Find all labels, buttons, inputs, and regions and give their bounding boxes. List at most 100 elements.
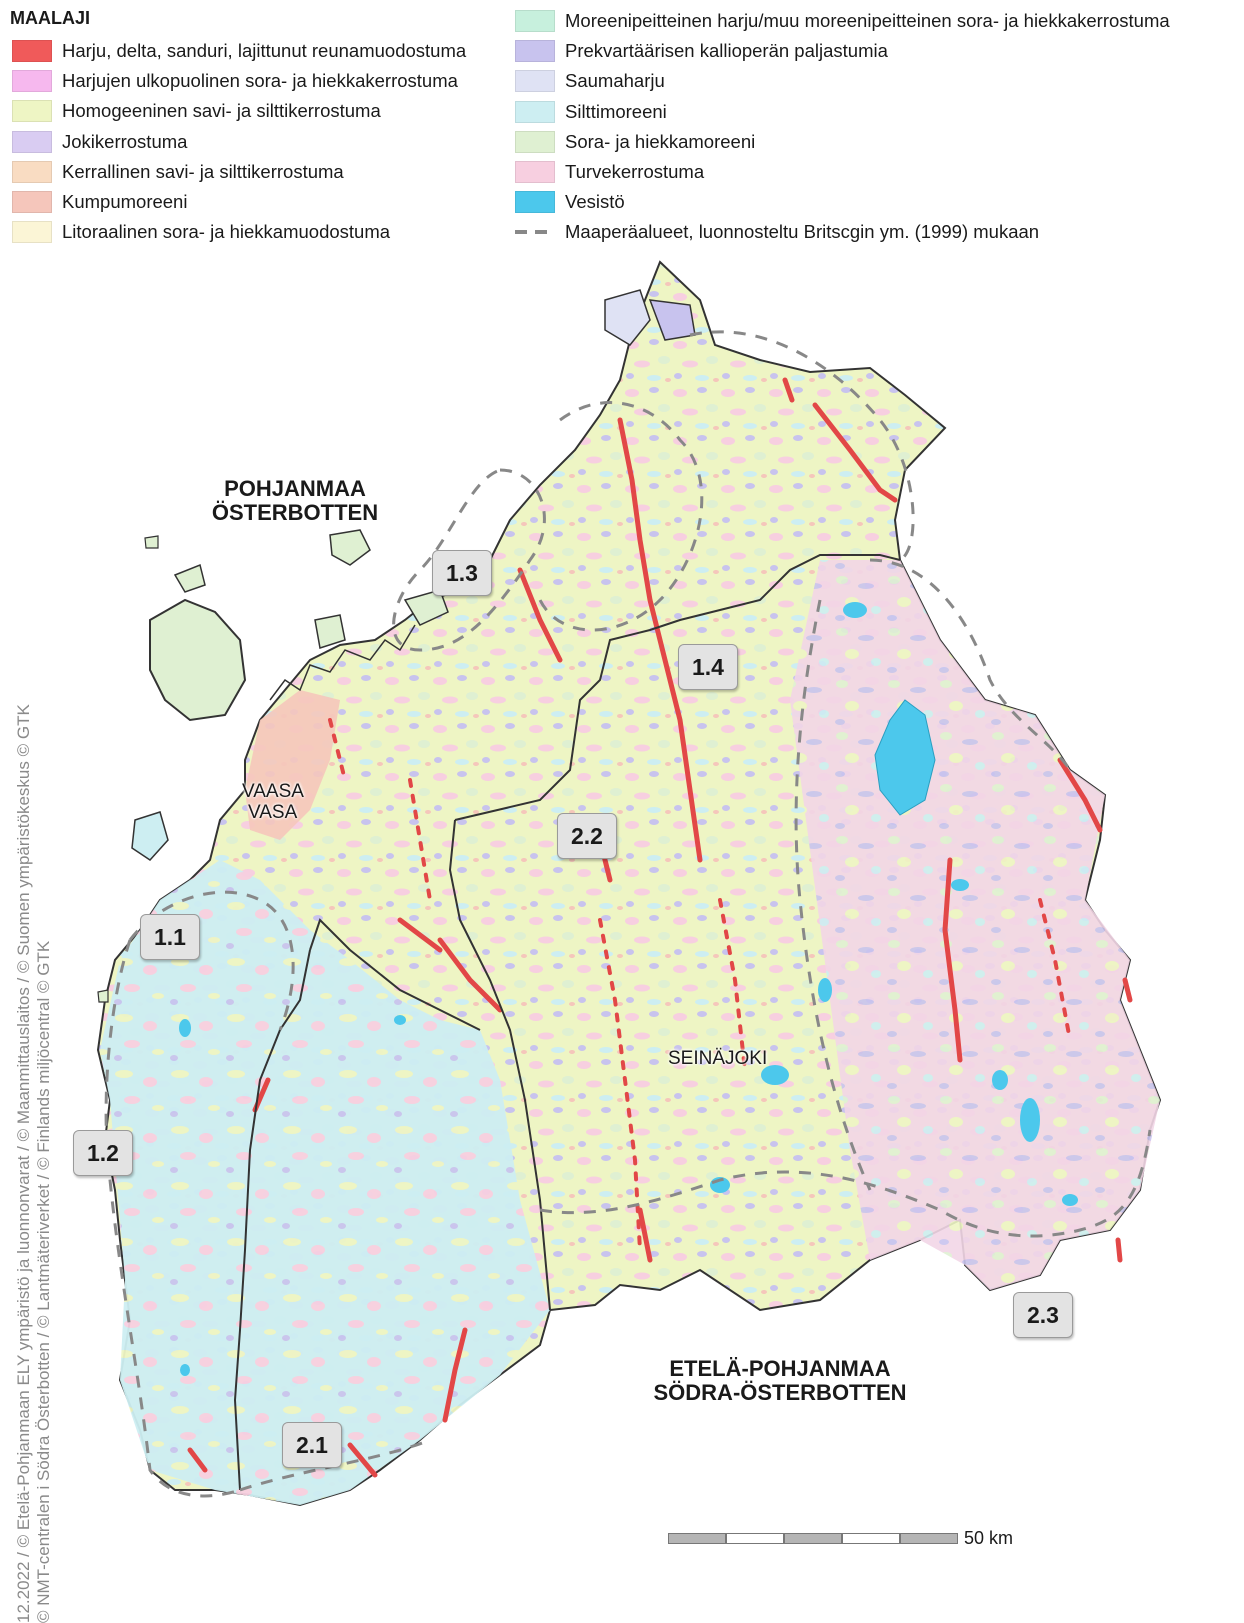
zone-label-2-2: 2.2 [557,813,617,859]
scale-bar-label: 50 km [964,1528,1014,1548]
legend-swatch [515,191,555,214]
legend-item: Silttimoreeni [515,97,1170,127]
lake [818,978,832,1002]
region-name-finnish: POHJANMAA [224,476,366,501]
legend-item: Homogeeninen savi- ja silttikerrostuma [12,96,466,126]
legend-item: Prekvartäärisen kallioperän paljastumia [515,36,1170,66]
credit-line-2: © NMT-centralen i Södra Österbotten / © … [34,940,53,1623]
legend-item: Sora- ja hiekkamoreeni [515,127,1170,157]
legend-swatch [12,40,52,63]
legend-item: Turvekerrostuma [515,157,1170,187]
lake [179,1019,191,1037]
scale-bar-segment [900,1533,958,1544]
lake-main [874,699,936,816]
region-boundary [233,554,901,1491]
scale-bar-segment [784,1533,842,1544]
island [314,614,346,649]
city-label-vasa: VASA [248,802,298,823]
legend-swatch [12,191,52,214]
eskers [187,377,1133,1478]
credit-line-1: 12.2022 / © Etelä-Pohjanmaan ELY ympäris… [14,704,33,1623]
region-label-south: ETELÄ-POHJANMAA SÖDRA-ÖSTERBOTTEN [650,1357,910,1405]
legend-column-right: Moreenipeitteinen harju/muu moreenipeitt… [515,6,1170,248]
legend-label: Kumpumoreeni [62,191,188,213]
legend-label: Sora- ja hiekkamoreeni [565,130,756,152]
hummocky-moraine-patch [245,690,340,840]
lake [992,1070,1008,1090]
soil-area-outlines [104,330,1152,1498]
legend: MAALAJI Harju, delta, sanduri, lajittunu… [0,0,1244,250]
region-name-finnish: ETELÄ-POHJANMAA [669,1356,891,1381]
island [144,535,159,549]
zone-label-1-3: 1.3 [432,550,492,596]
legend-swatch [515,100,555,123]
city-label-seinajoki: SEINÄJOKI [668,1048,768,1069]
legend-item: Vesistö [515,187,1170,217]
legend-label: Prekvartäärisen kallioperän paljastumia [565,40,888,62]
island [329,529,371,566]
legend-label: Saumaharju [565,70,665,92]
region-label-north: POHJANMAA ÖSTERBOTTEN [210,477,380,525]
legend-item: Litoraalinen sora- ja hiekkamuodostuma [12,217,466,247]
legend-swatch [12,70,52,93]
legend-item: Harjujen ulkopuolinen sora- ja hiekkaker… [12,66,466,96]
legend-label: Maaperäalueet, luonnosteltu Britscgin ym… [565,221,1040,243]
legend-label: Vesistö [565,191,625,213]
legend-item: Kerrallinen savi- ja silttikerrostuma [12,157,466,187]
legend-label: Harju, delta, sanduri, lajittunut reunam… [62,40,467,62]
legend-label: Harjujen ulkopuolinen sora- ja hiekkaker… [62,70,458,92]
legend-dashed-line [515,230,555,235]
lake [843,602,867,618]
lake [951,879,969,891]
zone-label-1-2: 1.2 [73,1130,133,1176]
lake [394,1015,406,1025]
legend-item: Jokikerrostuma [12,127,466,157]
region-name-swedish: SÖDRA-ÖSTERBOTTEN [653,1380,907,1405]
lake [761,1065,789,1085]
lake [1062,1194,1078,1206]
silt-moraine-zone [100,860,550,1505]
scale-bar-segment [842,1533,900,1544]
legend-label: Kerrallinen savi- ja silttikerrostuma [62,160,344,182]
scale-bar-segment [668,1533,726,1544]
island [403,589,449,626]
zone-label-2-3: 2.3 [1013,1292,1073,1338]
legend-label: Turvekerrostuma [565,161,705,183]
island [97,989,109,1003]
zone-label-1-4: 1.4 [678,644,738,690]
island [173,563,206,593]
legend-label: Silttimoreeni [565,100,667,122]
legend-swatch [515,70,555,93]
legend-label: Homogeeninen savi- ja silttikerrostuma [62,100,381,122]
legend-label: Jokikerrostuma [62,130,188,152]
coastline-detail [269,624,416,701]
legend-item: Maaperäalueet, luonnosteltu Britscgin ym… [515,217,1170,247]
legend-swatch [12,100,52,123]
lake [180,1364,190,1376]
legend-swatch [12,221,52,244]
legend-swatch [12,160,52,183]
esker-fragments [328,718,1072,1252]
legend-column-left: Harju, delta, sanduri, lajittunut reunam… [12,36,466,247]
copyright-credits: 12.2022 / © Etelä-Pohjanmaan ELY ympäris… [14,704,54,1623]
legend-swatch [515,130,555,153]
legend-swatch [12,130,52,153]
legend-swatch [515,161,555,184]
island [149,598,247,722]
legend-swatch [515,10,555,33]
lake [1020,1098,1040,1142]
legend-item: Kumpumoreeni [12,187,466,217]
legend-label: Litoraalinen sora- ja hiekkamuodostuma [62,221,391,243]
region-name-swedish: ÖSTERBOTTEN [211,500,379,525]
legend-title: MAALAJI [10,8,90,28]
legend-swatch [515,40,555,63]
zone-label-2-1: 2.1 [282,1422,342,1468]
scale-bar-segment [726,1533,784,1544]
island [604,289,651,346]
legend-item: Saumaharju [515,66,1170,96]
zone-label-1-1: 1.1 [140,914,200,960]
scale-bar: 50 km [668,1528,1013,1549]
city-label-vaasa: VAASA [242,781,304,802]
island [131,811,169,861]
